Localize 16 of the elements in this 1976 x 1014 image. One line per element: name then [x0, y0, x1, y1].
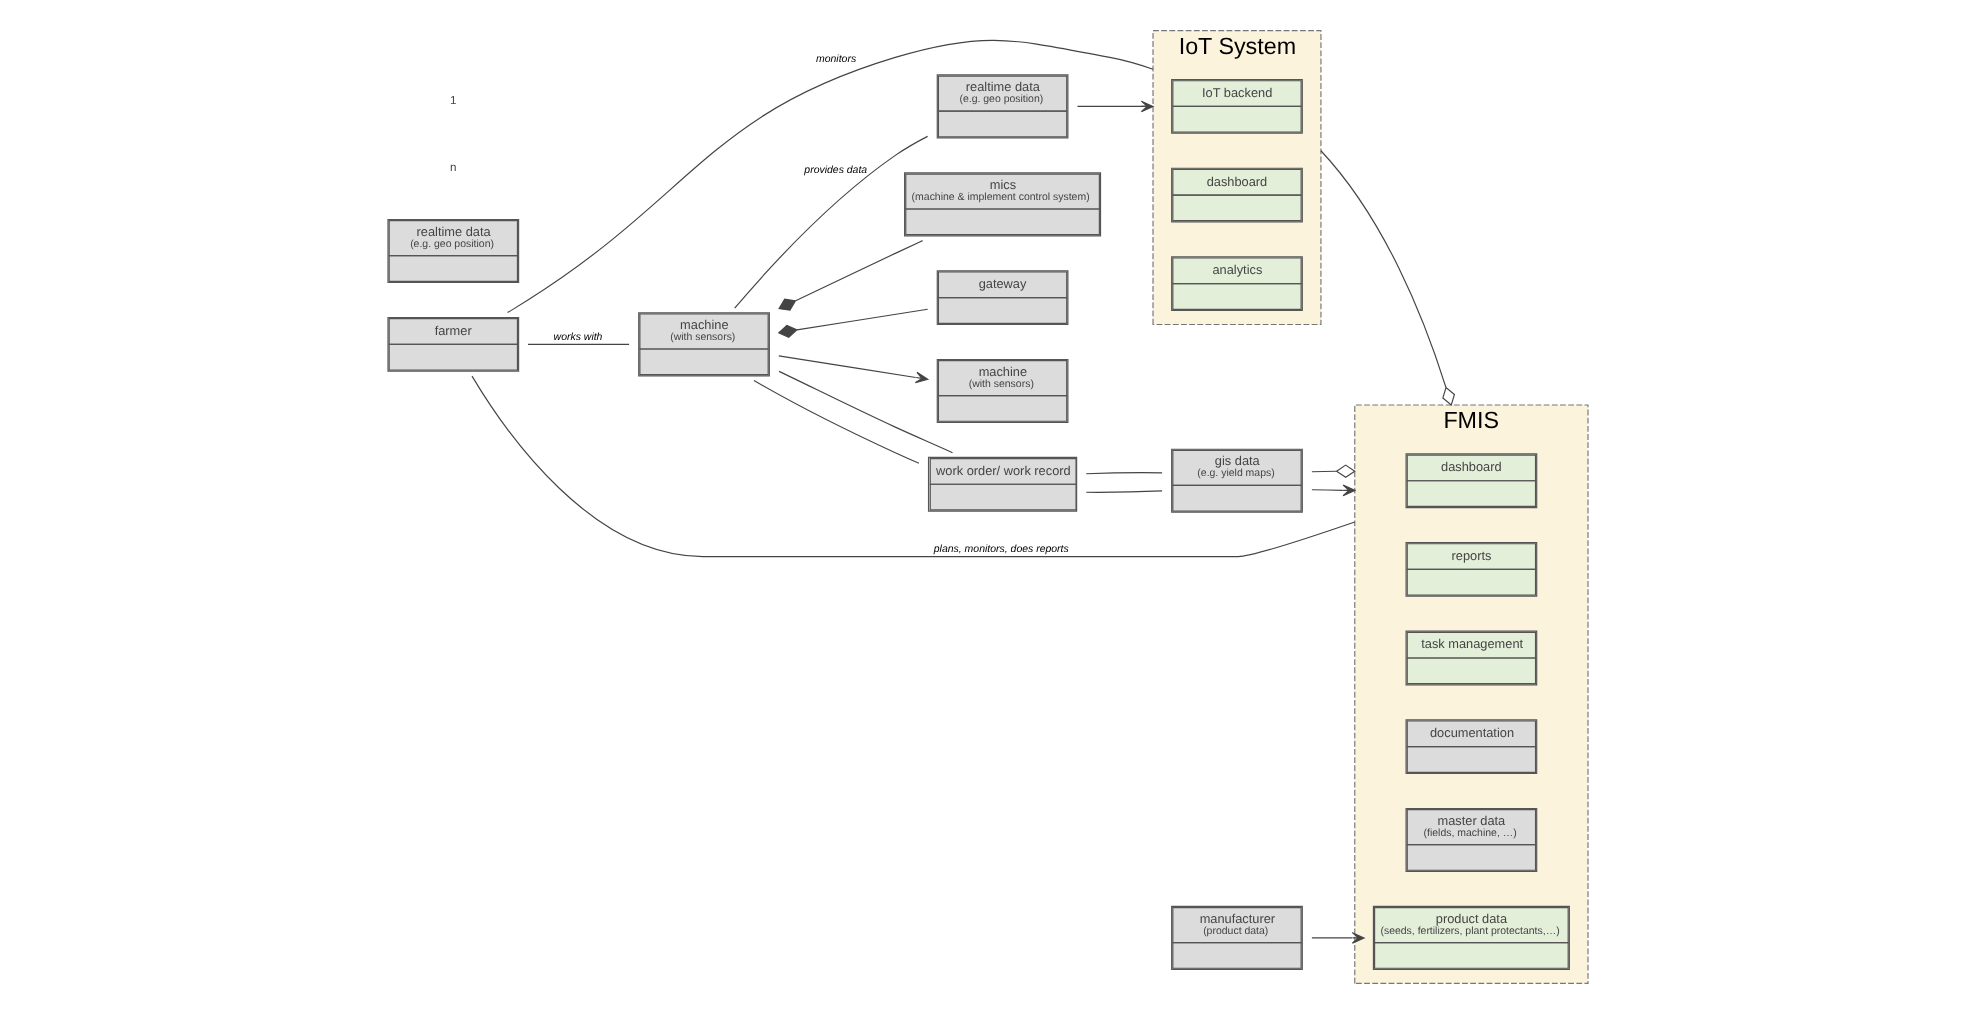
- connector: [777, 308, 929, 338]
- connector: [507, 39, 1154, 314]
- connector: [778, 240, 924, 311]
- connector: [1085, 490, 1163, 493]
- connector: [778, 370, 954, 454]
- arrow: [1076, 100, 1154, 113]
- connector: [1311, 464, 1356, 478]
- connector: [471, 375, 1356, 558]
- connector: [1320, 150, 1456, 406]
- connector: [1085, 472, 1163, 475]
- arrow: [1311, 932, 1365, 944]
- connector: [527, 343, 630, 345]
- arrow: [1311, 484, 1356, 497]
- connector: [734, 135, 929, 309]
- connector: [753, 379, 920, 464]
- arrow: [778, 355, 929, 384]
